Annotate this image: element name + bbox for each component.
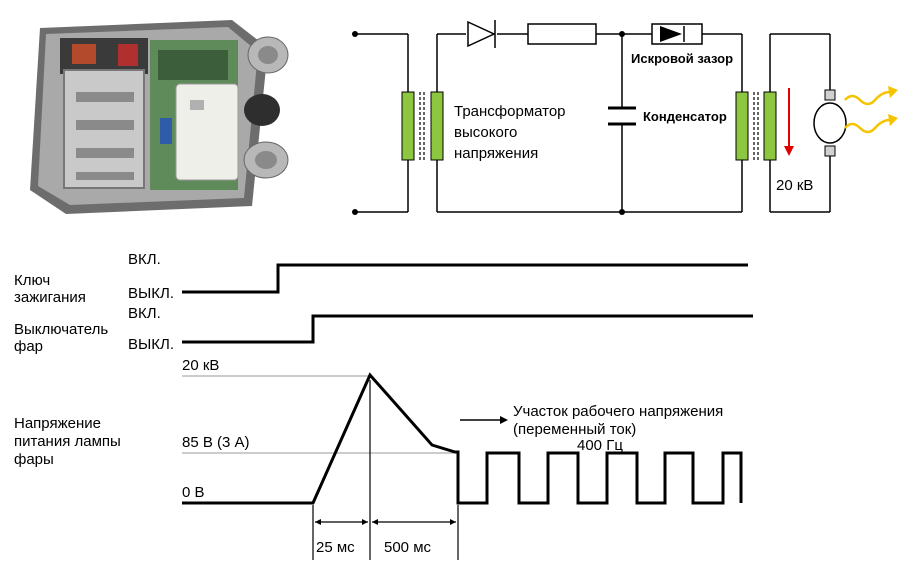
junction-dot (619, 209, 625, 215)
interval-arrowheads (315, 519, 456, 525)
diode-symbol (467, 20, 496, 48)
spark-gap-label: Искровой зазор (631, 51, 734, 66)
headlight-switch-label: Выключатель фар (14, 321, 109, 355)
ignition-on-label: ВКЛ. (128, 251, 161, 268)
working-section-label: Участок рабочего напряжения (переменный … (513, 403, 724, 438)
frequency-label: 400 Гц (577, 437, 623, 454)
spark-gap-symbol (651, 23, 703, 45)
level-mid-label: 85 В (3 А) (182, 434, 250, 451)
capacitor-label: Конденсатор (643, 109, 727, 124)
ignition-key-waveform (182, 263, 748, 294)
lamp-icon (813, 86, 898, 157)
headlight-off-label: ВЫКЛ. (128, 336, 175, 353)
output-transformer (735, 91, 777, 161)
high-voltage-transformer (401, 91, 444, 161)
ballast-unit-photo (0, 0, 300, 225)
interval-decay-label: 500 мс (384, 539, 432, 556)
working-section-arrow-icon (460, 416, 508, 424)
interval-rise-label: 25 мс (316, 539, 355, 556)
lamp-voltage-label: Напряжение питания лампы фары (14, 415, 121, 468)
ignition-off-label: ВЫКЛ. (128, 285, 175, 302)
junction-dot (619, 31, 625, 37)
transformer-label: Трансформатор высокого напряжения (454, 103, 566, 162)
level-high-label: 20 кВ (182, 357, 220, 374)
voltage-arrow-icon (784, 88, 794, 156)
headlight-switch-waveform (182, 314, 753, 344)
lamp-voltage-waveform (182, 372, 743, 505)
junction-dot (352, 209, 358, 215)
output-voltage-label: 20 кВ (776, 177, 814, 194)
capacitor-symbol (608, 106, 636, 126)
resistor-symbol (527, 23, 597, 45)
ignition-key-label: Ключ зажигания (14, 272, 86, 306)
level-zero-label: 0 В (182, 484, 205, 501)
headlight-on-label: ВКЛ. (128, 305, 161, 322)
time-interval-markers (312, 380, 459, 560)
junction-dot (352, 31, 358, 37)
